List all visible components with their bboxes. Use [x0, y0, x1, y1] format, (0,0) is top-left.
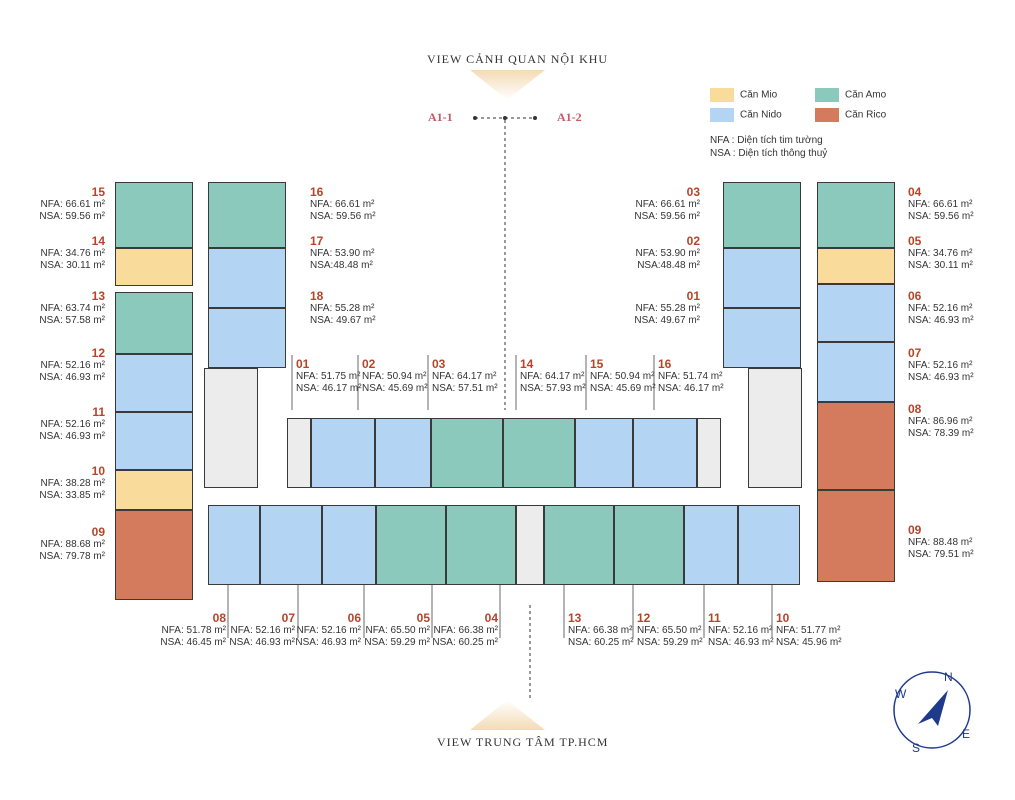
top-view-heading: VIEW CẢNH QUAN NỘI KHU — [427, 52, 609, 66]
bottom-view-cone — [470, 700, 545, 730]
unit-block — [115, 182, 193, 248]
legend-swatch-amo — [815, 88, 839, 102]
unit-block — [817, 402, 895, 490]
unit-block — [817, 284, 895, 342]
unit-block — [375, 418, 431, 488]
unit-block — [208, 308, 286, 368]
unit-block — [748, 368, 802, 488]
legend-swatch-nido — [710, 108, 734, 122]
unit-block — [260, 505, 322, 585]
unit-block — [376, 505, 446, 585]
unit-block — [208, 182, 286, 248]
bottom-view-heading: VIEW TRUNG TÂM TP.HCM — [437, 735, 609, 749]
legend-item-nido: Căn Nido — [710, 108, 782, 122]
unit-block — [614, 505, 684, 585]
note-nfa: NFA : Diện tích tim tường — [710, 135, 823, 146]
unit-block — [723, 248, 801, 308]
unit-block — [633, 418, 697, 488]
unit-block — [684, 505, 738, 585]
unit-block — [817, 342, 895, 402]
legend-item-mio: Căn Mio — [710, 88, 777, 102]
top-view-cone — [470, 70, 545, 100]
axis-label-right: A1-2 — [557, 110, 582, 124]
unit-block — [723, 182, 801, 248]
unit-block — [446, 505, 516, 585]
unit-block — [115, 470, 193, 510]
unit-block — [817, 248, 895, 284]
unit-block — [738, 505, 800, 585]
legend-swatch-mio — [710, 88, 734, 102]
unit-block — [322, 505, 376, 585]
legend-item-rico: Căn Rico — [815, 108, 886, 122]
unit-block — [208, 505, 260, 585]
axis-label-left: A1-1 — [428, 110, 453, 124]
unit-block — [287, 418, 311, 488]
unit-block — [115, 292, 193, 354]
unit-block — [503, 418, 575, 488]
unit-block — [204, 368, 258, 488]
legend-item-amo: Căn Amo — [815, 88, 886, 102]
unit-block — [516, 505, 544, 585]
unit-block — [208, 248, 286, 308]
legend-swatch-rico — [815, 108, 839, 122]
unit-block — [817, 182, 895, 248]
unit-block — [115, 412, 193, 470]
unit-block — [697, 418, 721, 488]
unit-block — [817, 490, 895, 582]
unit-block — [115, 354, 193, 412]
unit-block — [115, 510, 193, 600]
note-nsa: NSA : Diện tích thông thuỷ — [710, 148, 828, 159]
unit-block — [575, 418, 633, 488]
unit-block — [431, 418, 503, 488]
unit-block — [311, 418, 375, 488]
unit-block — [723, 308, 801, 368]
unit-block — [115, 248, 193, 286]
unit-block — [544, 505, 614, 585]
